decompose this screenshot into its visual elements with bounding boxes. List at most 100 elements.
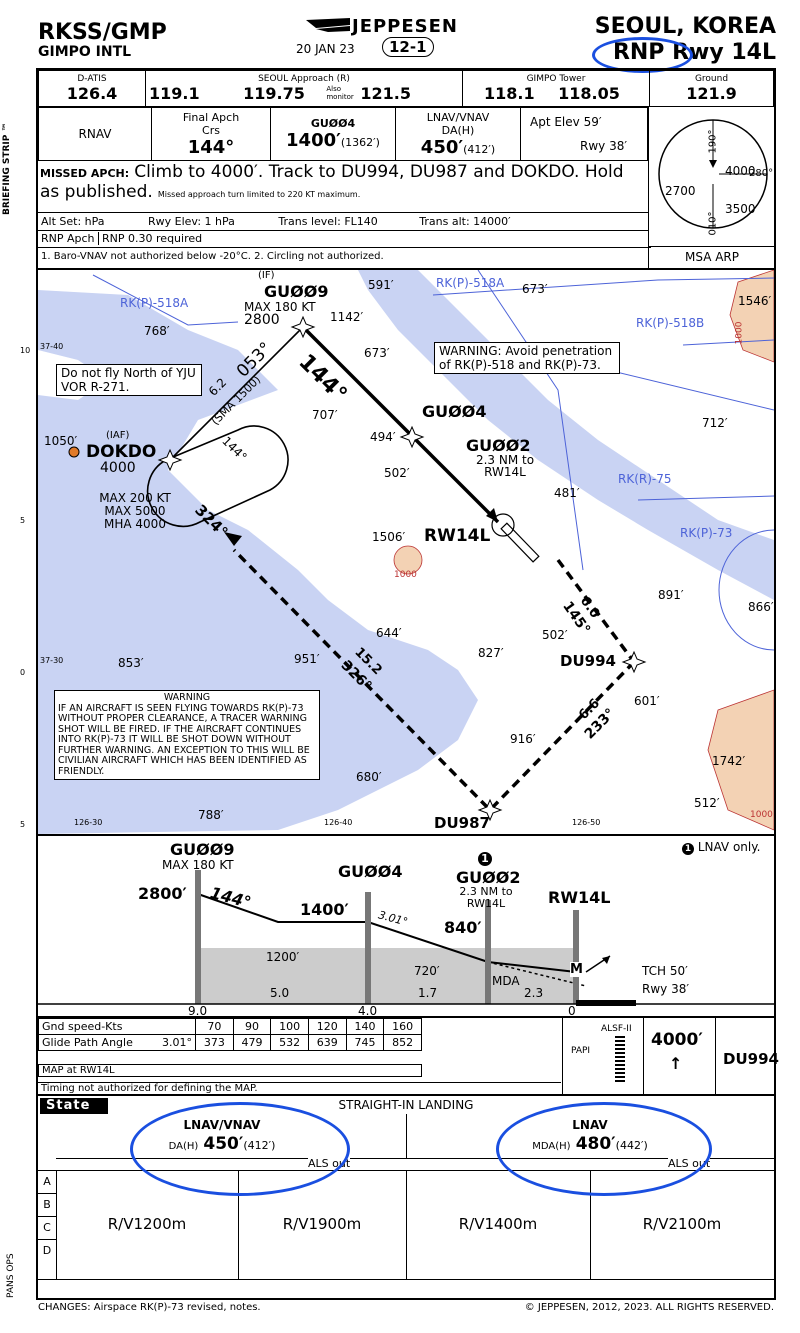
- elev-1506: 1506′: [372, 530, 406, 544]
- papi-label: PAPI: [571, 1046, 591, 1056]
- elev-644: 644′: [376, 626, 402, 640]
- du987-label: DU987: [434, 814, 490, 832]
- elev-1546: 1546′: [738, 294, 772, 308]
- profile-seg-1200: 1200′: [266, 950, 300, 964]
- msa-alt-w: 2700: [665, 184, 696, 198]
- airspace-518a-east: RK(P)-518A: [436, 276, 505, 290]
- elev-951: 951′: [294, 652, 320, 666]
- map-label: MAP at RW14L: [38, 1064, 422, 1077]
- profile-rwy: Rwy 38′: [642, 982, 690, 996]
- tower-label: GIMPO Tower: [526, 74, 586, 84]
- airspace-518a-west: RK(P)-518A: [120, 296, 189, 310]
- briefing-strip-label: BRIEFING STRIP ™: [2, 122, 12, 215]
- ground-freq: 121.9: [686, 84, 737, 103]
- elev-494: 494′: [370, 430, 396, 444]
- rate-532: 532: [270, 1034, 309, 1051]
- profile-seg-720: 720′: [414, 964, 440, 978]
- airport-name: GIMPO INTL: [38, 44, 132, 60]
- elev-591: 591′: [368, 278, 394, 292]
- gu009-speed: MAX 180 KT: [244, 300, 316, 314]
- elev-502: 502′: [542, 628, 568, 642]
- changes-note: CHANGES: Airspace RK(P)-73 revised, note…: [38, 1302, 261, 1313]
- lon-12630: 126-30: [74, 818, 103, 827]
- elev-502-north: 502′: [384, 466, 410, 480]
- pans-ops-label: PANS OPS: [6, 1253, 16, 1298]
- final-crs-label: Final Apch Crs: [182, 110, 240, 137]
- lon-12640: 126-40: [324, 818, 353, 827]
- elev-481: 481′: [554, 486, 580, 500]
- elev-1142: 1142′: [330, 310, 364, 324]
- rnp-row: RNP Apch RNP 0.30 required: [38, 230, 648, 247]
- msa-alt-se: 3500: [725, 202, 756, 216]
- profile-dist-2-3: 2.3: [524, 986, 544, 1000]
- rvr-lnav-vnav-1: R/V1200m: [107, 1215, 187, 1233]
- elev-contour-1000-se: 1000: [750, 810, 773, 820]
- elev-768: 768′: [144, 324, 170, 338]
- gs-160: 160: [383, 1018, 422, 1035]
- city: SEOUL, KOREA: [594, 14, 776, 39]
- do-not-fly-note: Do not fly North of YJU VOR R-271.: [56, 364, 202, 396]
- lon-12650: 126-50: [572, 818, 601, 827]
- nav-type: RNAV: [38, 107, 152, 161]
- elev-891: 891′: [658, 588, 684, 602]
- chart-date: 20 JAN 23: [296, 42, 355, 56]
- profile-gu002-alt: 840′: [444, 918, 482, 937]
- notes-row: 1. Baro-VNAV not authorized below -20°C.…: [38, 247, 651, 266]
- tower-freq-1: 118.1: [484, 84, 535, 103]
- da-agl: (412′): [463, 142, 496, 156]
- elev-712: 712′: [702, 416, 728, 430]
- approach-freq-1: 119.1: [149, 84, 200, 103]
- rwy-elev-label: Rwy: [580, 139, 606, 153]
- msa-label: MSA ARP: [649, 246, 775, 264]
- trans-alt: Trans alt: 14000′: [419, 215, 511, 228]
- speed-table-area: Gnd speed-Kts 70 90 100 120 140 160 Glid…: [36, 1016, 779, 1096]
- lnav-only-note: 1 LNAV only.: [682, 840, 760, 855]
- cat-d: D: [42, 1244, 52, 1257]
- rwy-elev-hpa: Rwy Elev: 1 hPa: [148, 215, 235, 228]
- tower-freq-2: 118.05: [558, 84, 620, 103]
- msa-alt-ne: 4000: [725, 164, 756, 178]
- plan-view: RK(P)-518A RK(P)-518A RK(P)-518B RK(R)-7…: [36, 268, 776, 836]
- msa-box: 4000 2700 3500 190° 280° 010° MSA ARP: [648, 106, 775, 268]
- profile-gu009-alt: 2800′: [138, 884, 187, 903]
- missed-alt: 4000′: [651, 1030, 703, 1050]
- also-monitor: Also monitor: [326, 85, 354, 101]
- airspace-r75: RK(R)-75: [618, 472, 672, 486]
- profile-dist-9-0: 9.0: [188, 1004, 208, 1018]
- profile-tch: TCH 50′: [642, 964, 688, 978]
- elev-853: 853′: [118, 656, 144, 670]
- side-tick-5: 5: [20, 516, 26, 525]
- trans-level: Trans level: FL140: [278, 215, 378, 228]
- settings-row: Alt Set: hPa Rwy Elev: 1 hPa Trans level…: [38, 212, 648, 230]
- missed-note: Missed approach turn limited to 220 KT m…: [157, 190, 361, 199]
- datis-label: D-ATIS: [77, 74, 107, 84]
- note-1-icon: 1: [682, 843, 694, 855]
- gpa-label: Glide Path Angle: [42, 1036, 133, 1049]
- rnp-value: RNP 0.30 required: [102, 232, 203, 245]
- profile-view: GUØØ9 MAX 180 KT 2800′ 144° GUØØ4 1400′ …: [36, 834, 776, 1018]
- profile-rw14l: RW14L: [548, 888, 611, 907]
- missed-approach: MISSED APCH: Climb to 4000′. Track to DU…: [40, 162, 644, 202]
- side-tick-0: 0: [20, 668, 26, 677]
- elev-866: 866′: [748, 600, 774, 614]
- gu009-label: GUØØ9: [264, 282, 329, 301]
- fap-alt-agl: (1362′): [340, 136, 380, 149]
- msa-brg-010: 010°: [707, 211, 719, 236]
- rnp-label: RNP Apch: [41, 232, 99, 245]
- du994-label: DU994: [560, 652, 616, 670]
- elev-707: 707′: [312, 408, 338, 422]
- cat-a: A: [38, 1171, 56, 1194]
- gu009-alt: 2800: [244, 312, 280, 328]
- missed-label: MISSED APCH:: [40, 167, 130, 180]
- gu009-if-tag: (IF): [258, 270, 275, 281]
- profile-gu009-speed: MAX 180 KT: [162, 858, 234, 872]
- ground-label: Ground: [694, 74, 729, 84]
- apt-elev: 59′: [583, 115, 602, 129]
- monitor-freq: 121.5: [360, 84, 411, 103]
- rate-745: 745: [345, 1034, 385, 1051]
- brand-name: JEPPESEN: [352, 16, 458, 37]
- rvr-lnav-vnav-2: R/V1900m: [282, 1215, 362, 1233]
- dokdo-iaf-tag: (IAF): [106, 430, 130, 441]
